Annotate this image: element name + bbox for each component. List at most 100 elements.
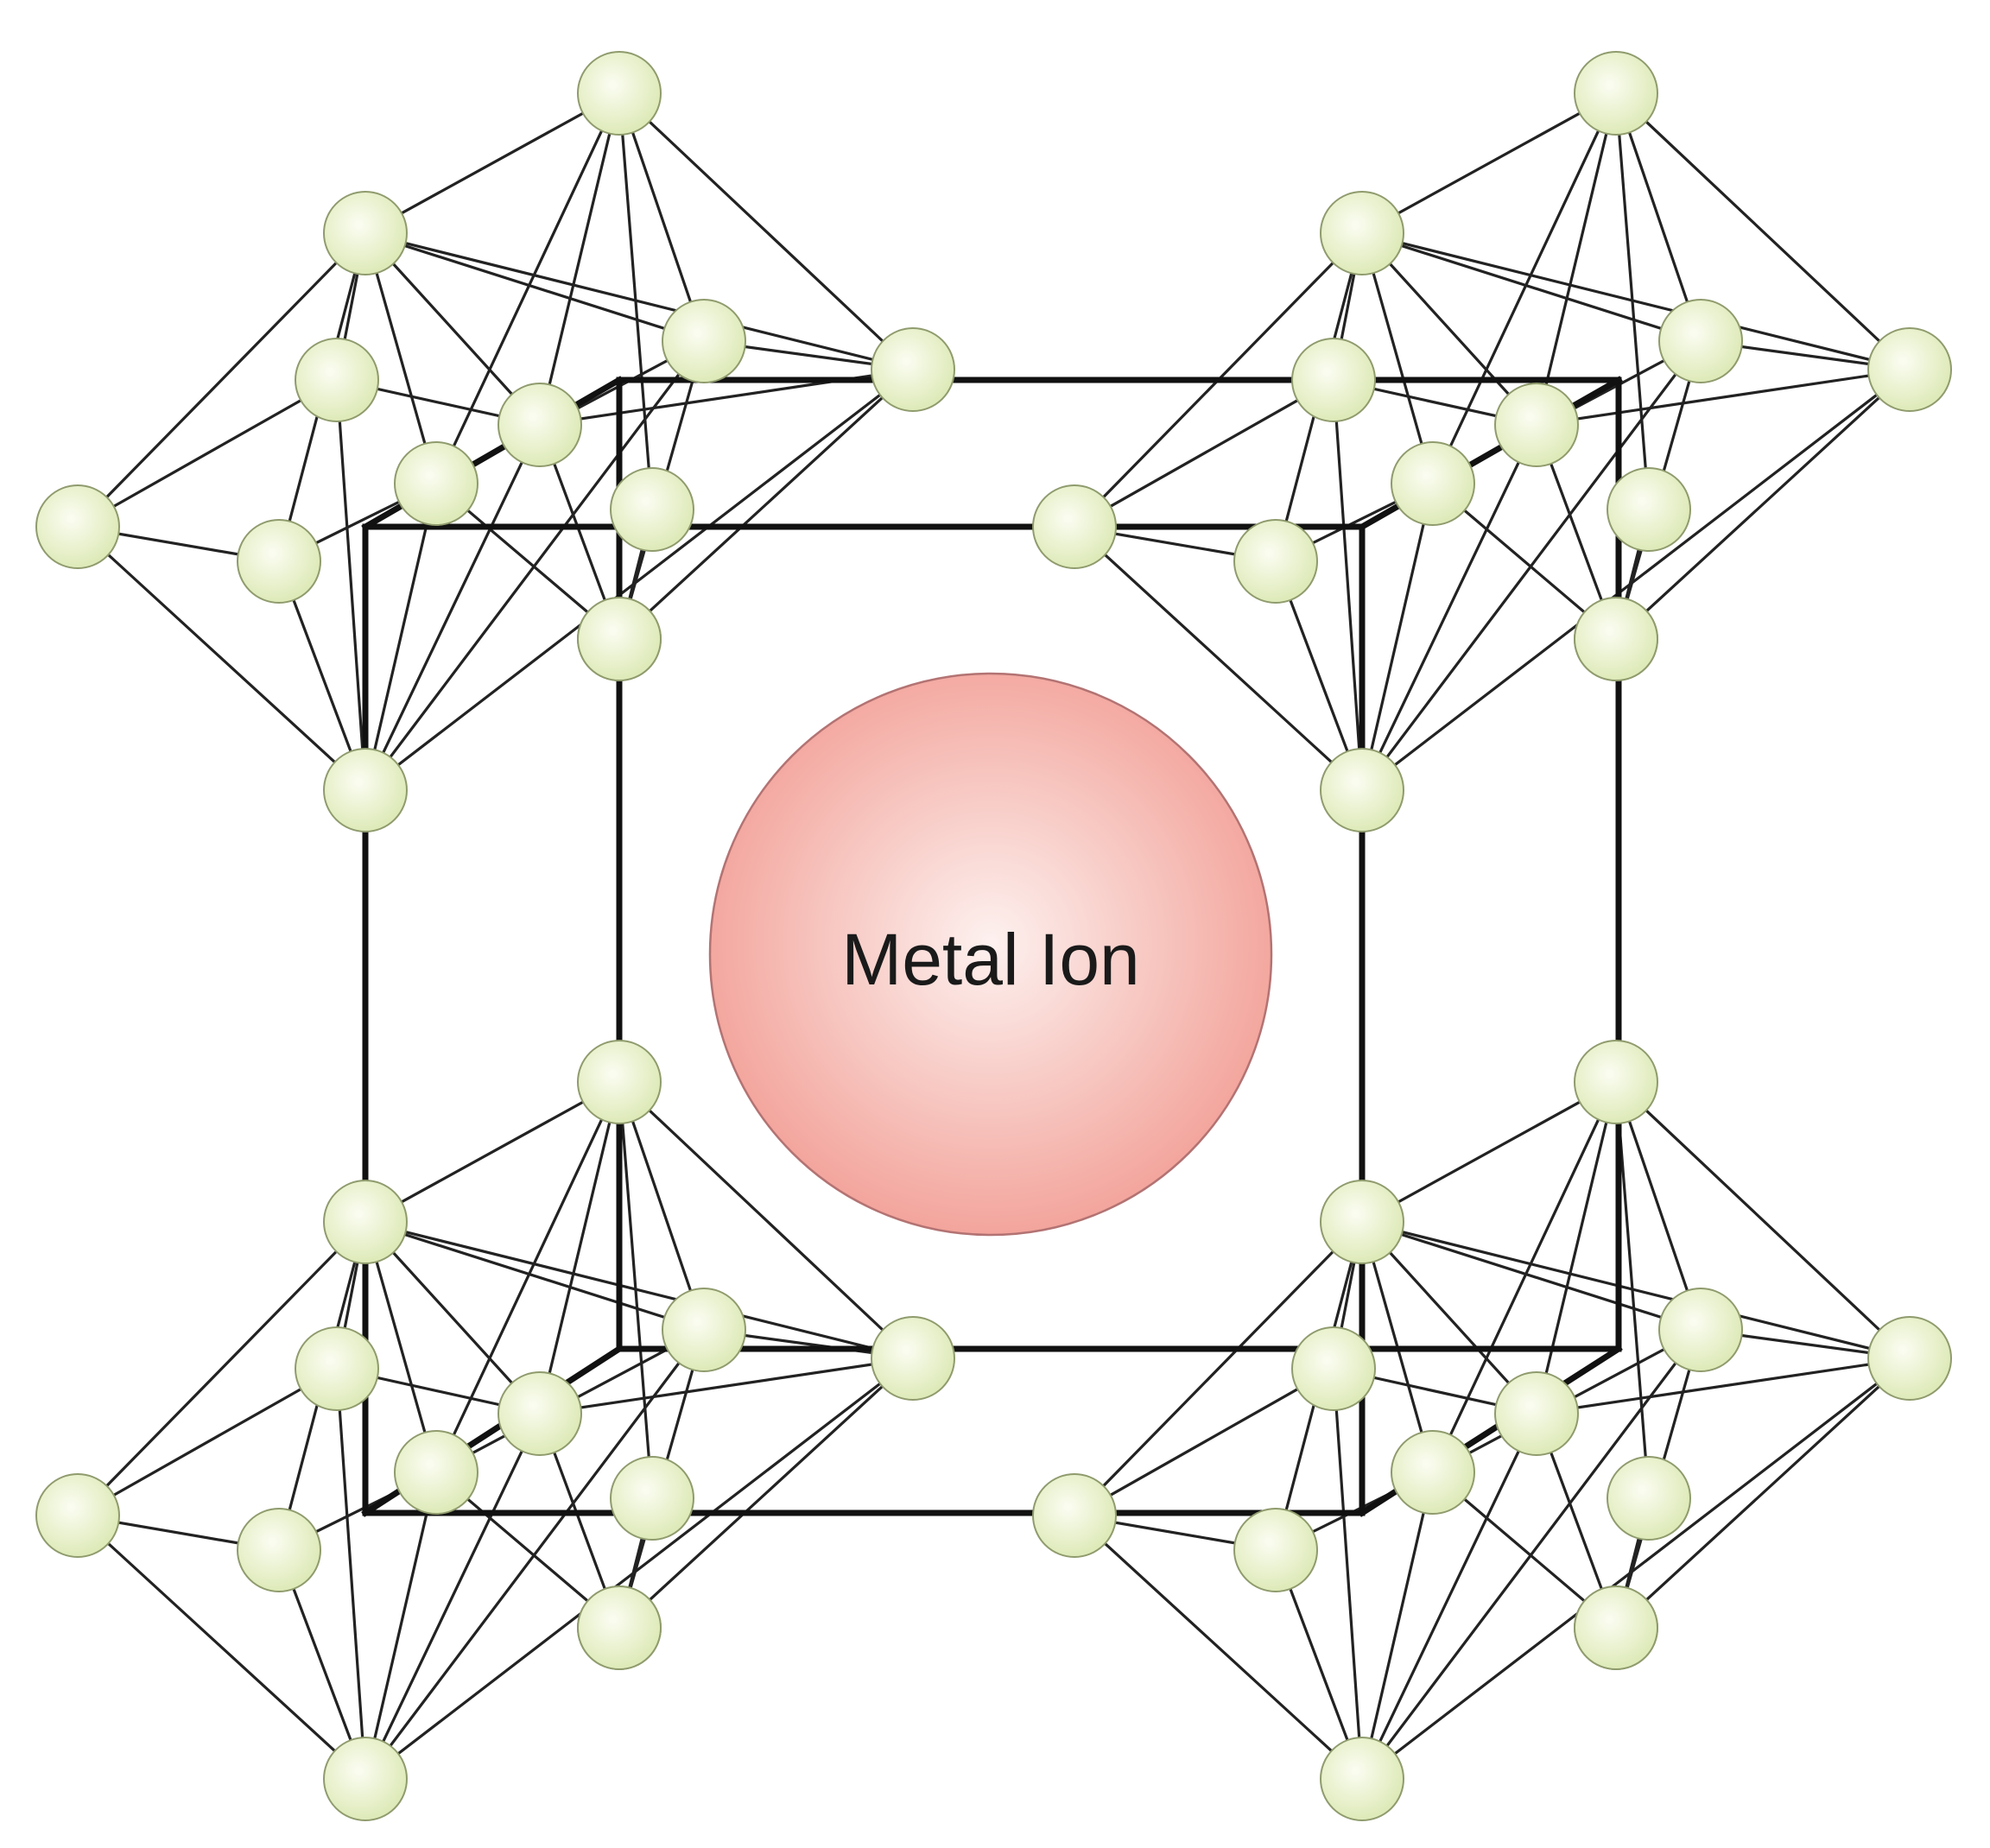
- ligand-atom: [1867, 1316, 1952, 1401]
- ligand-atom: [1320, 748, 1404, 832]
- bond-line: [1360, 1220, 1702, 1332]
- ligand-atom: [1320, 1737, 1404, 1821]
- bond-line: [1332, 378, 1364, 792]
- bond-line: [76, 1220, 367, 1517]
- bond-line: [1073, 1514, 1364, 1781]
- bond-line: [364, 231, 915, 371]
- bond-line: [618, 92, 706, 343]
- bond-line: [364, 231, 542, 427]
- bond-line: [1614, 92, 1651, 511]
- bond-line: [364, 1220, 542, 1415]
- metal-ion: Metal Ion: [708, 672, 1273, 1237]
- bond-line: [335, 1367, 367, 1781]
- ligand-atom: [1391, 441, 1475, 526]
- ligand-atom: [1574, 1040, 1658, 1124]
- ligand-atom: [871, 327, 955, 412]
- ligand-atom: [1233, 1508, 1318, 1592]
- ligand-atom: [1494, 383, 1579, 467]
- ligand-atoms: [35, 51, 1952, 1821]
- ligand-atom: [394, 1430, 478, 1515]
- bond-line: [1614, 368, 1911, 641]
- bond-line: [1360, 1412, 1538, 1781]
- bond-line: [1332, 1367, 1364, 1781]
- bond-line: [618, 1357, 915, 1630]
- bond-line: [618, 1080, 915, 1360]
- ligand-atom: [662, 1288, 746, 1372]
- ligand-atom: [1391, 1430, 1475, 1515]
- bond-line: [1360, 231, 1538, 427]
- ligand-atom: [323, 1737, 408, 1821]
- bond-line: [618, 1080, 706, 1332]
- bond-line: [1360, 231, 1911, 371]
- bond-line: [434, 92, 621, 485]
- bond-line: [335, 378, 367, 792]
- bond-line: [1073, 1220, 1364, 1517]
- ligand-atom: [577, 1040, 662, 1124]
- ligand-atom: [1607, 467, 1691, 552]
- ligand-atom: [1494, 1371, 1579, 1456]
- bond-line: [1614, 92, 1911, 371]
- bond-line: [1073, 1367, 1335, 1517]
- bond-line: [364, 231, 438, 485]
- bond-line: [538, 1357, 915, 1415]
- bond-line: [1360, 1220, 1538, 1415]
- ligand-atom: [577, 1585, 662, 1670]
- bond-line: [538, 92, 621, 427]
- ligand-atom: [295, 338, 379, 422]
- bond-line: [364, 1220, 706, 1332]
- ligand-atom: [323, 1180, 408, 1264]
- bond-line: [1614, 92, 1702, 343]
- bond-line: [1073, 525, 1364, 792]
- bond-line: [1614, 1080, 1911, 1360]
- ligand-atom: [237, 519, 321, 604]
- bond-line: [76, 525, 367, 792]
- ligand-atom: [1574, 597, 1658, 681]
- ligand-atom: [871, 1316, 955, 1401]
- bond-line: [76, 1514, 367, 1781]
- ligand-atom: [1574, 1585, 1658, 1670]
- bond-line: [1614, 1357, 1911, 1630]
- bond-line: [364, 1220, 438, 1474]
- bond-line: [1431, 92, 1618, 485]
- metal-ion-sphere: [708, 672, 1273, 1237]
- bond-line: [1360, 231, 1435, 485]
- bond-line: [1360, 1220, 1911, 1360]
- ligand-atom: [323, 748, 408, 832]
- ligand-atom: [1658, 299, 1743, 383]
- ligand-atom: [35, 1473, 120, 1558]
- bond-line: [364, 423, 542, 792]
- bond-line: [1360, 231, 1702, 343]
- metal-ion-label: Metal Ion: [841, 919, 1140, 1000]
- bond-line: [76, 378, 339, 528]
- ligand-atom: [323, 191, 408, 275]
- ligand-atom: [1320, 191, 1404, 275]
- ligand-atom: [662, 299, 746, 383]
- bond-line: [1535, 92, 1618, 427]
- bond-line: [364, 482, 438, 792]
- bond-line: [1360, 1080, 1618, 1224]
- bond-line: [1360, 423, 1538, 792]
- bond-line: [364, 1471, 438, 1781]
- ligand-atom: [1658, 1288, 1743, 1372]
- ligand-atom: [1867, 327, 1952, 412]
- bond-line: [618, 92, 915, 371]
- ligand-atom: [498, 383, 582, 467]
- bond-line: [434, 1080, 621, 1474]
- bond-line: [1535, 1357, 1911, 1415]
- bond-line: [1360, 92, 1618, 235]
- ligand-atom: [1032, 1473, 1117, 1558]
- bond-line: [364, 1080, 621, 1224]
- ligand-atom: [1291, 338, 1376, 422]
- bond-line: [1431, 1080, 1618, 1474]
- ligand-atom: [1032, 484, 1117, 569]
- bond-line: [1360, 1471, 1435, 1781]
- bond-line: [618, 368, 915, 641]
- bond-line: [618, 1080, 654, 1500]
- ligand-atom: [295, 1326, 379, 1411]
- bond-line: [364, 92, 621, 235]
- bond-line: [364, 368, 915, 792]
- bond-line: [76, 1367, 339, 1517]
- bond-line: [1360, 482, 1435, 792]
- bond-line: [76, 231, 367, 528]
